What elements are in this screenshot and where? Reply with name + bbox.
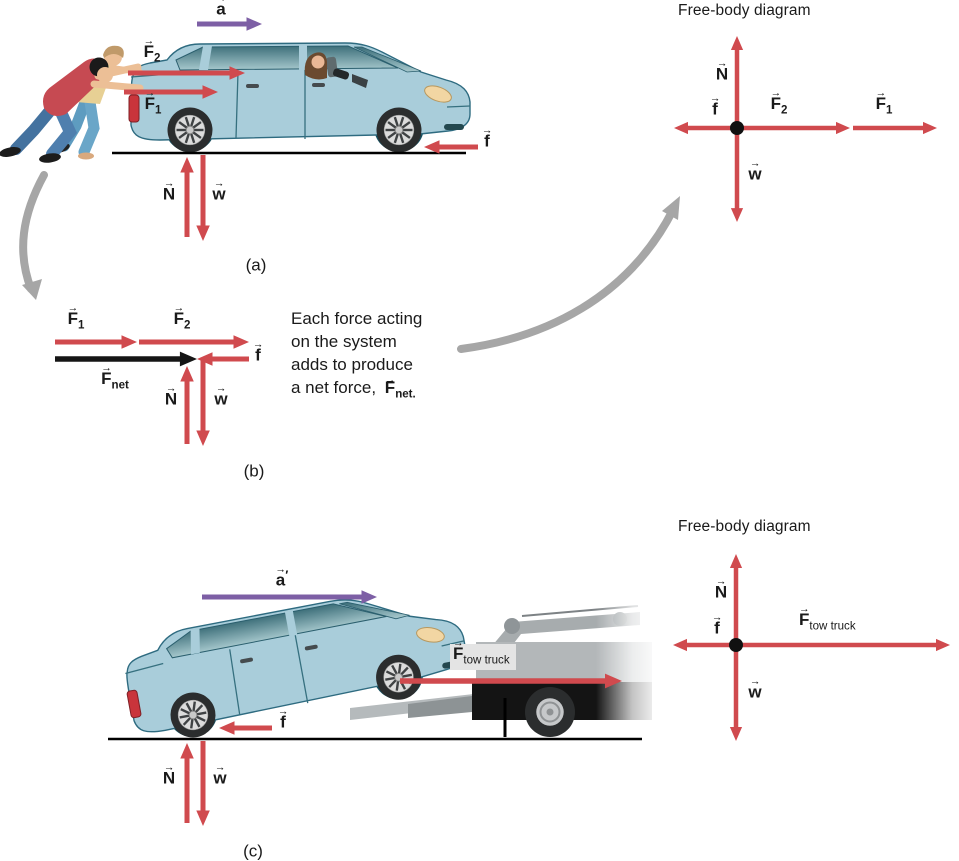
fbd-bottom-normal-arrow (729, 554, 743, 645)
fbd-top-friction-arrow (674, 121, 737, 135)
acceleration-arrow-a (197, 17, 262, 31)
truck-wheel (525, 687, 575, 737)
b-weight-arrow (196, 360, 210, 446)
towed-car (116, 578, 474, 749)
car-wheel (167, 107, 213, 153)
friction-arrow-f-a (424, 140, 478, 154)
tow-truck-lift-arm (408, 696, 507, 737)
side-mirror (352, 74, 368, 88)
b-normal-arrow (180, 366, 194, 444)
fbd-bottom-origin-dot (729, 638, 743, 652)
car-wheel (376, 654, 422, 700)
b-friction-arrow (197, 352, 249, 366)
motion-blur (596, 583, 662, 751)
force-arrows (55, 17, 950, 826)
friction-arrow-f-c (219, 721, 272, 735)
tow-force-arrow (400, 673, 622, 689)
b-Fnet-arrow (55, 351, 197, 367)
fbd-bottom-tow-force-arrow (736, 638, 950, 652)
force-arrow-F1-a (124, 85, 218, 99)
normal-arrow-N-a (180, 157, 194, 237)
gray-curved-arrow-down (19, 171, 48, 300)
gray-curved-arrow-up (457, 196, 680, 353)
weight-arrow-w-c (196, 741, 210, 826)
car-wheel (170, 692, 216, 738)
b-F1-arrow (55, 335, 137, 349)
b-F2-arrow (139, 335, 249, 349)
fbd-top-F1-arrow (853, 121, 937, 135)
pushers (0, 45, 144, 163)
fbd-bottom-friction-arrow (673, 638, 736, 652)
boom-joint (504, 618, 520, 634)
fbd-top-weight-arrow (730, 128, 744, 222)
fbd-top-F2-arrow (737, 121, 850, 135)
normal-arrow-N-c (180, 743, 194, 823)
car-wheel (376, 107, 422, 153)
fbd-top-normal-arrow (730, 36, 744, 128)
fbd-top-origin-dot (730, 121, 744, 135)
pusher-person-front (0, 57, 144, 163)
fbd-bottom-weight-arrow (729, 645, 743, 741)
pushed-car (128, 42, 471, 153)
acceleration-arrow-a-prime (202, 590, 377, 604)
force-arrow-F2-a (128, 66, 245, 80)
weight-arrow-w-a (196, 155, 210, 241)
driver (304, 52, 350, 80)
